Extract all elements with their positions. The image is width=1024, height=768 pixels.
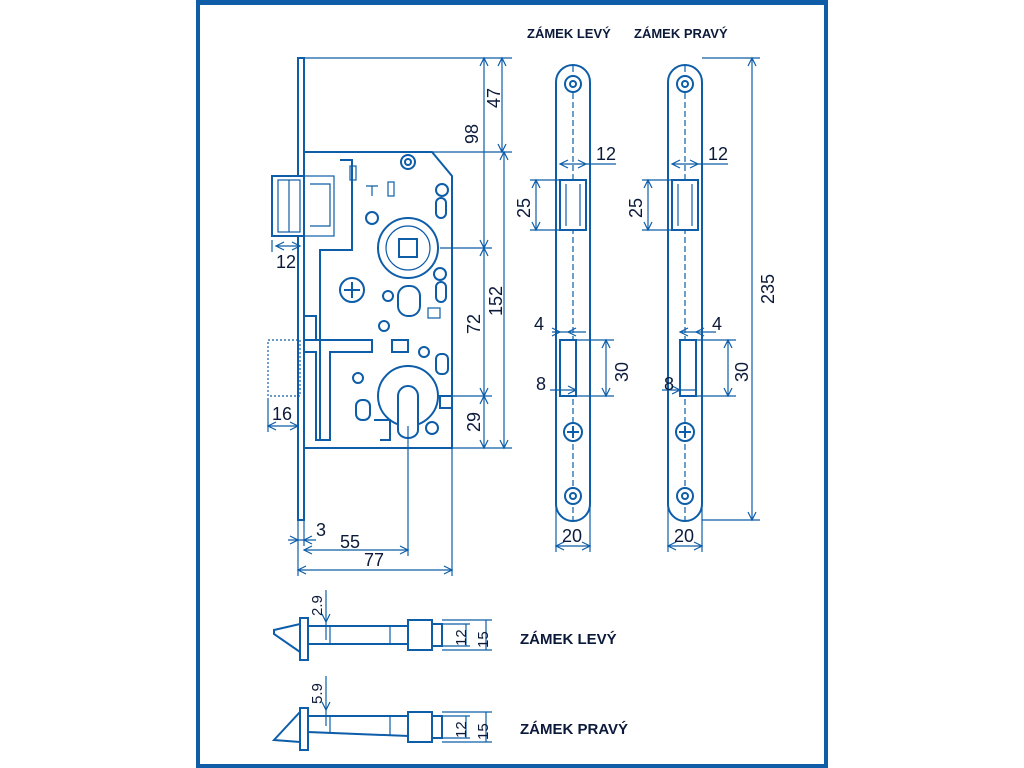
latch-right-15: 15 xyxy=(475,723,492,740)
plate-left-dim-25: 25 xyxy=(514,198,534,218)
plate-left-dim-20: 20 xyxy=(562,526,582,546)
plate-left-bolt-opening xyxy=(559,179,587,231)
plate-right-dim-12: 12 xyxy=(708,144,728,164)
dim-29: 29 xyxy=(464,412,484,432)
plate-right-dim-4: 4 xyxy=(712,314,722,334)
plate-right-bolt-opening xyxy=(671,179,699,231)
plate-left-dim-12: 12 xyxy=(596,144,616,164)
dim-latch-16: 16 xyxy=(272,404,292,424)
lock-body-view xyxy=(267,57,453,521)
plate-length-235: 235 xyxy=(758,274,778,304)
plate-left-dim-4: 4 xyxy=(534,314,544,334)
latch-left-15: 15 xyxy=(475,631,492,648)
plate-right-latch-opening xyxy=(679,339,697,397)
latch-bolt xyxy=(267,339,301,397)
dim-98: 98 xyxy=(462,124,482,144)
plate-left: ZÁMEK LEVÝ 12 25 4 30 8 xyxy=(514,26,632,552)
plate-left-dim-8: 8 xyxy=(536,374,546,394)
dim-47: 47 xyxy=(484,88,504,108)
plate-right: ZÁMEK PRAVÝ 12 25 4 30 8 xyxy=(626,26,778,552)
dim-depth-77: 77 xyxy=(364,550,384,570)
deadbolt xyxy=(271,175,305,237)
latch-left-view: 2.9 12 15 ZÁMEK LEVÝ xyxy=(273,590,617,661)
latch-right-offset: 5.9 xyxy=(309,683,326,704)
plate-right-dim-30: 30 xyxy=(732,362,752,382)
latch-left-body xyxy=(307,625,409,645)
dim-bolt-12: 12 xyxy=(276,252,296,272)
latch-right-title: ZÁMEK PRAVÝ xyxy=(520,720,628,738)
plate-left-dim-30: 30 xyxy=(612,362,632,382)
latch-left-offset: 2.9 xyxy=(309,595,326,616)
latch-right-12: 12 xyxy=(453,721,470,738)
dim-152: 152 xyxy=(486,286,506,316)
plate-left-latch-opening xyxy=(559,339,577,397)
plate-left-title: ZÁMEK LEVÝ xyxy=(527,26,611,41)
lock-dimensions: 47 98 152 72 29 12 16 3 55 xyxy=(266,56,512,576)
dim-faceplate-3: 3 xyxy=(316,520,326,540)
dim-backset-55: 55 xyxy=(340,532,360,552)
latch-right-body xyxy=(307,715,409,738)
plate-right-dim-20: 20 xyxy=(674,526,694,546)
plate-right-dim-25: 25 xyxy=(626,198,646,218)
plate-right-title: ZÁMEK PRAVÝ xyxy=(634,26,728,41)
dim-72: 72 xyxy=(464,314,484,334)
latch-left-12: 12 xyxy=(453,629,470,646)
plate-right-dim-8: 8 xyxy=(664,374,674,394)
latch-right-view: 5.9 12 15 ZÁMEK PRAVÝ xyxy=(271,676,628,751)
latch-left-title: ZÁMEK LEVÝ xyxy=(520,630,617,648)
